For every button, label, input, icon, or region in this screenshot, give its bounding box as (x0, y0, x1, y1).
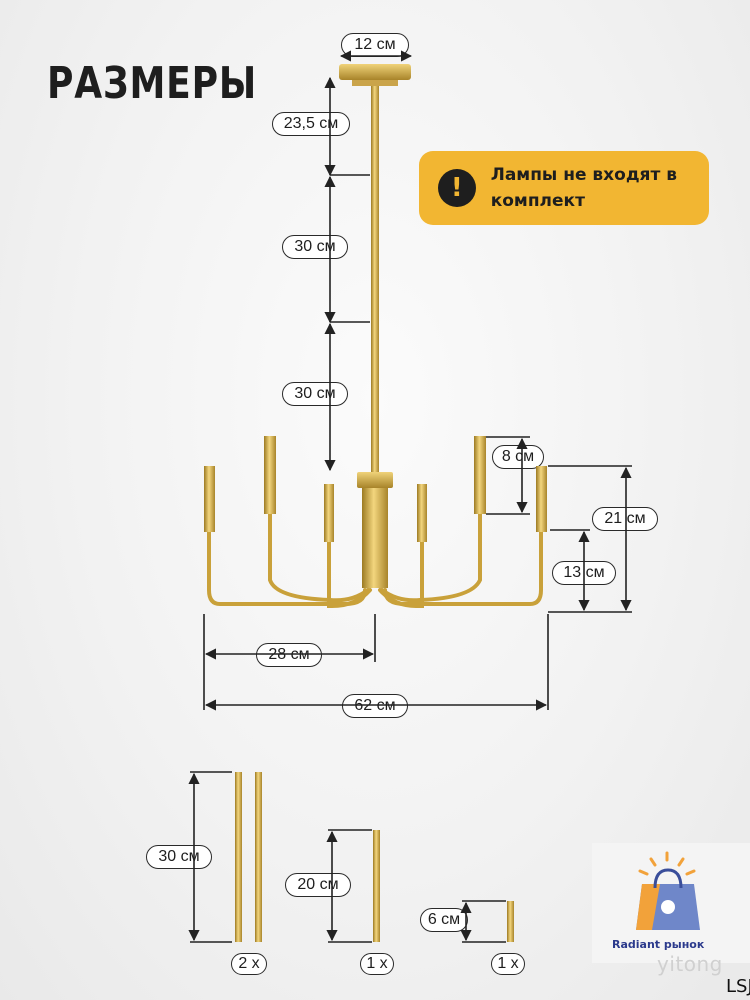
rod-qty-30: 2 x (231, 953, 267, 975)
canopy (339, 64, 411, 86)
rod-qty-20: 1 x (360, 953, 394, 975)
dimension-lines (188, 50, 632, 943)
extension-rods (235, 772, 514, 942)
brand-caption: Radiant рынок (612, 938, 705, 951)
exclamation-icon: ! (438, 169, 476, 207)
candle-sockets (204, 436, 547, 542)
page-title: РАЗМЕРЫ (47, 58, 258, 109)
dim-rod-2: 30 см (282, 382, 348, 406)
notice-banner: ! Лампы не входят в комплект (419, 151, 709, 225)
main-rod (371, 86, 379, 474)
rod-qty-6: 1 x (491, 953, 525, 975)
rod-length-6: 6 см (420, 908, 468, 932)
chandelier-arms (207, 510, 543, 608)
watermark-yitong: yitong (657, 952, 723, 976)
watermark-lsj: LSJ (726, 976, 750, 997)
notice-text: Лампы не входят в комплект (490, 165, 677, 211)
shopping-bag-icon (636, 851, 700, 930)
hub (357, 472, 393, 588)
